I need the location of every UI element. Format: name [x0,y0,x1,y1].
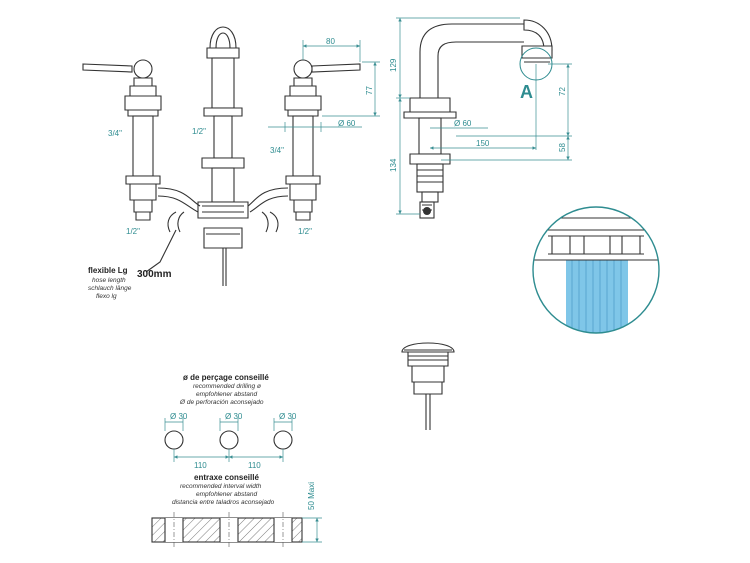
drilling-line3: empfohlener abstand [196,391,257,398]
spacing2-label: 110 [248,461,261,470]
dim-60-front-label: Ø 60 [338,119,356,128]
dim-60-side-label: Ø 60 [454,119,472,128]
aerator-detail [532,206,660,334]
spacing1-label: 110 [194,461,207,470]
drilling-holes [164,418,293,462]
interval-title: entraxe conseillé [194,473,259,482]
dim-80-label: 80 [326,37,335,46]
right-thread-bottom-label: 1/2" [298,227,312,236]
right-handle [284,59,361,221]
drilling-line4: Ø de perforación aconsejado [179,399,264,406]
hoses [145,187,289,273]
hose-line2: hose length [92,277,126,284]
left-thread-bottom-label: 1/2" [126,227,140,236]
front-view [82,26,380,286]
left-handle [82,59,162,221]
left-thread-top-label: 3/4" [108,129,122,138]
interval-line4: distancia entre taladros aconsejado [172,499,275,506]
hose-line3: schlauch länge [88,285,132,292]
dim-134-label: 134 [389,158,398,172]
drilling-line2: recommended drilling ø [193,383,261,390]
center-spout [197,26,249,286]
drilling-title: ø de perçage conseillé [183,373,269,382]
dim-72-label: 72 [558,87,567,96]
dim-129-label: 129 [389,58,398,72]
dim-77-label: 77 [365,86,374,95]
dim-150-label: 150 [476,139,490,148]
front-dimensions [268,40,380,132]
right-thread-top-label: 3/4" [270,146,284,155]
center-thread-label: 1/2" [192,127,206,136]
hole1-diameter: Ø 30 [170,412,188,421]
hole3-diameter: Ø 30 [279,412,297,421]
mounting-plate [151,512,322,548]
interval-line2: recommended interval width [180,483,262,490]
hose-line4: flexo lg [96,293,117,300]
side-view [396,17,572,219]
waste-valve [401,342,455,430]
hose-title: flexible Lg [88,266,128,275]
hose-length: 300mm [137,269,172,280]
hole2-diameter: Ø 30 [225,412,243,421]
detail-a-label: A [520,82,533,102]
interval-line3: empfohlener abstand [196,491,257,498]
dim-58-label: 58 [558,143,567,152]
max-thickness-label: 50 Maxi [307,482,316,510]
